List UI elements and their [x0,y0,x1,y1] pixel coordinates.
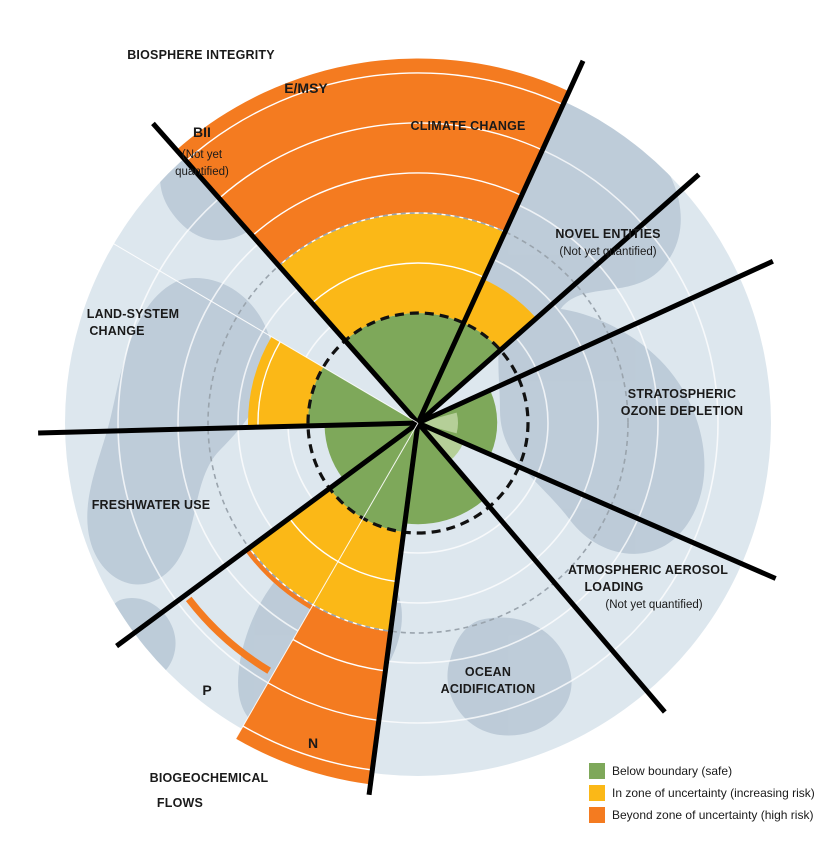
divider-line [416,172,701,425]
wedge-land-system [248,336,418,428]
wedge-arc [218,122,543,199]
label-n: N [308,735,318,751]
legend-label-uncertainty: In zone of uncertainty (increasing risk) [612,786,815,800]
internal-line [77,222,419,424]
label-ocean-2: ACIDIFICATION [441,682,536,696]
ozone-inner-light [418,412,458,434]
note-novel-entities: (Not yet quantified) [559,246,656,258]
landmass [447,617,572,736]
boundary-rings [207,212,629,634]
legend-label-safe: Below boundary (safe) [612,764,733,778]
wedge-arc [288,517,339,563]
internal-line [220,422,419,766]
divider-line [416,421,667,714]
divider-lines [38,59,777,796]
wedge-band [324,423,418,479]
label-freshwater: FRESHWATER USE [92,498,211,512]
legend-item-uncertainty: In zone of uncertainty (increasing risk) [589,782,815,804]
divider-line [151,121,420,425]
wedge-arc [185,72,564,162]
wedge-arc [267,682,379,722]
wedge-arc [311,262,485,304]
divider-line [115,420,420,649]
legend-swatch-safe [589,763,605,779]
wedge-arc [248,547,314,606]
wedge-biogeochemical-n [235,423,418,785]
wedge-band [363,423,418,533]
wedge-arc [242,725,373,771]
wedge-ocean-acidification [404,423,484,525]
divider-line [366,422,421,796]
boundary-wedges [176,58,570,785]
label-climate-change: CLIMATE CHANGE [410,119,525,133]
label-aerosol-2: LOADING [584,580,643,594]
wedge-band [313,518,404,632]
landmass [498,307,705,554]
label-emsy: E/MSY [284,80,328,96]
note-bii-2: quantified) [175,166,229,178]
label-biosphere-integrity: BIOSPHERE INTEGRITY [127,48,275,62]
wedge-biosphere-emsy [176,58,570,423]
legend-swatch-uncertainty [589,785,605,801]
label-ocean-1: OCEAN [465,665,511,679]
wedge-band [345,313,464,423]
label-aerosol-1: ATMOSPHERIC AEROSOL [568,563,728,577]
wedge-band [176,58,570,266]
divider-line [417,420,777,581]
wedge-fill-light [418,423,464,461]
divider-line [38,420,419,436]
wedge-arc [337,560,398,583]
label-ozone-1: STRATOSPHERIC [628,387,736,401]
wedge-arc [292,638,386,672]
label-bii: BII [193,124,211,140]
wedge-band [235,604,391,785]
divider-line [416,258,774,426]
wedge-aerosol [418,423,464,461]
wedge-band [248,336,324,428]
segment-labels: CLIMATE CHANGE NOVEL ENTITIES (Not yet q… [87,48,743,810]
legend: Below boundary (safe) In zone of uncerta… [589,760,815,826]
wedge-band [404,423,484,525]
uncertainty-ring [207,212,629,634]
note-aerosol: (Not yet quantified) [605,599,702,611]
wedge-freshwater [324,423,418,479]
wedge-band [329,423,418,519]
label-biogeochemical-1: BIOGEOCHEMICAL [150,771,269,785]
label-biogeochemical-2: FLOWS [157,796,203,810]
wedge-band [308,367,418,426]
wedge-arc [251,172,522,237]
wedge-band [418,322,501,423]
wedge-band [249,488,363,605]
legend-swatch-high-risk [589,807,605,823]
label-land-system-1: LAND-SYSTEM [87,307,179,321]
label-land-system-2: CHANGE [89,324,144,338]
safe-boundary-ring [306,311,530,535]
p-rim [185,596,271,674]
legend-item-high-risk: Beyond zone of uncertainty (high risk) [589,804,815,826]
label-p: P [202,682,211,698]
legend-item-safe: Below boundary (safe) [589,760,815,782]
wedge-band [278,213,506,341]
label-ozone-2: OZONE DEPLETION [621,404,743,418]
wedge-arc [257,341,281,428]
internal-line [417,322,465,424]
legend-label-high-risk: Beyond zone of uncertainty (high risk) [612,808,814,822]
label-novel-entities: NOVEL ENTITIES [555,227,660,241]
note-bii-1: (Not yet [182,149,223,161]
